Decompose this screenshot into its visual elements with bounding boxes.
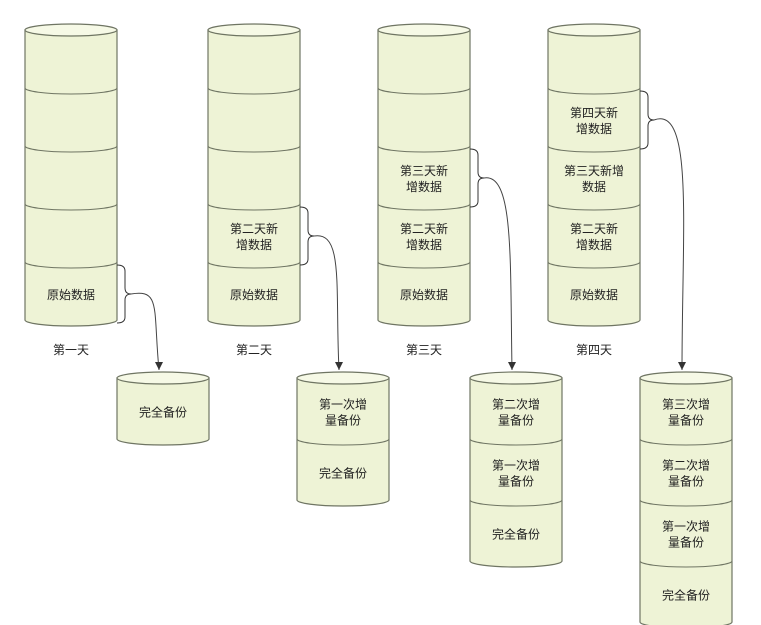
storage-day3-divider xyxy=(377,261,471,269)
storage-day4-segment-label: 第三天新增 xyxy=(564,163,624,178)
backup-day1-segment-label: 完全备份 xyxy=(139,405,187,420)
arrowhead-icon xyxy=(155,362,163,370)
backup-day1-top xyxy=(116,371,210,385)
diagram-layer: 原始数据第一天完全备份第二天新增数据原始数据第二天第一次增量备份完全备份第三天新… xyxy=(24,23,733,625)
storage-day2-segment-label: 增数据 xyxy=(236,237,272,252)
storage-day4-body xyxy=(547,29,641,327)
backup-day4-segment-label: 量备份 xyxy=(668,475,704,489)
connector-line xyxy=(653,118,685,371)
backup-day3-top xyxy=(469,371,563,385)
backup-day3-segment-label: 第二次增 xyxy=(492,398,540,412)
arrowhead-icon xyxy=(335,362,343,370)
storage-day1-body xyxy=(24,29,118,327)
storage-day3-segment-label: 增数据 xyxy=(406,237,442,252)
storage-day1-cylinder: 原始数据 xyxy=(24,23,118,327)
storage-day1-top xyxy=(24,23,118,37)
backup-day2-segment-label: 完全备份 xyxy=(319,466,367,481)
day-label: 第四天 xyxy=(576,343,612,357)
day-label: 第一天 xyxy=(53,343,89,357)
backup-day4-divider xyxy=(639,499,733,507)
storage-day4-divider xyxy=(547,261,641,269)
storage-day2-divider xyxy=(207,145,301,153)
brace-bracket xyxy=(469,148,485,208)
storage-day2-divider xyxy=(207,87,301,95)
storage-day4-divider xyxy=(547,203,641,211)
backup-day4-segment-label: 完全备份 xyxy=(662,588,710,603)
backup-day4-segment-label: 第一次增 xyxy=(662,520,710,534)
backup-day4-segment-label: 量备份 xyxy=(668,414,704,428)
storage-day3-segment-label: 增数据 xyxy=(406,179,442,194)
storage-day3-body xyxy=(377,29,471,327)
storage-day4-segment-label: 数据 xyxy=(582,179,606,194)
brace-bracket xyxy=(299,206,315,266)
backup-day4-top xyxy=(639,371,733,385)
storage-day3-divider xyxy=(377,145,471,153)
backup-day3-divider xyxy=(469,438,563,446)
connector-line xyxy=(313,235,340,371)
backup-day1-body xyxy=(116,377,210,446)
storage-day3-segment-label: 第二天新 xyxy=(400,221,448,236)
storage-day4-divider xyxy=(547,87,641,95)
storage-day4-top xyxy=(547,23,641,37)
backup-day2-body xyxy=(296,377,390,507)
backup-day3-divider xyxy=(469,499,563,507)
day-label: 第二天 xyxy=(236,343,272,357)
storage-day1-divider xyxy=(24,261,118,269)
storage-day2-divider xyxy=(207,203,301,211)
backup-day2-divider xyxy=(296,438,390,446)
connector-line xyxy=(130,292,160,371)
storage-day2-segment-label: 第二天新 xyxy=(230,221,278,236)
backup-day2-top xyxy=(296,371,390,385)
backup-day3-segment-label: 完全备份 xyxy=(492,527,540,542)
storage-day4-divider xyxy=(547,145,641,153)
backup-day4-body xyxy=(639,377,733,625)
backup-day4-divider xyxy=(639,438,733,446)
brace-bracket xyxy=(116,264,132,324)
storage-day4-segment-label: 原始数据 xyxy=(570,287,618,302)
storage-day1-segment-label: 原始数据 xyxy=(47,287,95,302)
storage-day2-divider xyxy=(207,261,301,269)
arrowhead-icon xyxy=(678,362,686,370)
storage-day2-top xyxy=(207,23,301,37)
backup-day4-divider xyxy=(639,560,733,568)
storage-day4-segment-label: 第二天新 xyxy=(570,221,618,236)
storage-day4-segment-label: 增数据 xyxy=(576,237,612,252)
storage-day3-top xyxy=(377,23,471,37)
storage-day2-segment-label: 原始数据 xyxy=(230,287,278,302)
day-label: 第三天 xyxy=(406,343,442,357)
storage-day1-divider xyxy=(24,203,118,211)
storage-day3-segment-label: 原始数据 xyxy=(400,287,448,302)
storage-day4-segment-label: 增数据 xyxy=(576,121,612,136)
storage-day1-divider xyxy=(24,145,118,153)
storage-day2-body xyxy=(207,29,301,327)
backup-day3-segment-label: 第一次增 xyxy=(492,459,540,473)
backup-day2-segment-label: 量备份 xyxy=(325,414,361,428)
backup-day1-cylinder: 完全备份 xyxy=(116,371,210,446)
storage-day4-segment-label: 第四天新 xyxy=(570,105,618,120)
backup-day4-segment-label: 量备份 xyxy=(668,536,704,550)
backup-day4-segment-label: 第三次增 xyxy=(662,398,710,412)
storage-day3-segment-label: 第三天新 xyxy=(400,163,448,178)
connector-line xyxy=(483,177,513,371)
backup-day3-body xyxy=(469,377,563,568)
storage-day1-divider xyxy=(24,87,118,95)
storage-day3-divider xyxy=(377,203,471,211)
backup-day3-segment-label: 量备份 xyxy=(498,414,534,428)
backup-day2-segment-label: 第一次增 xyxy=(319,398,367,412)
arrowhead-icon xyxy=(508,362,516,370)
brace-bracket xyxy=(639,90,655,150)
backup-day3-segment-label: 量备份 xyxy=(498,475,534,489)
backup-day4-segment-label: 第二次增 xyxy=(662,459,710,473)
storage-day3-divider xyxy=(377,87,471,95)
